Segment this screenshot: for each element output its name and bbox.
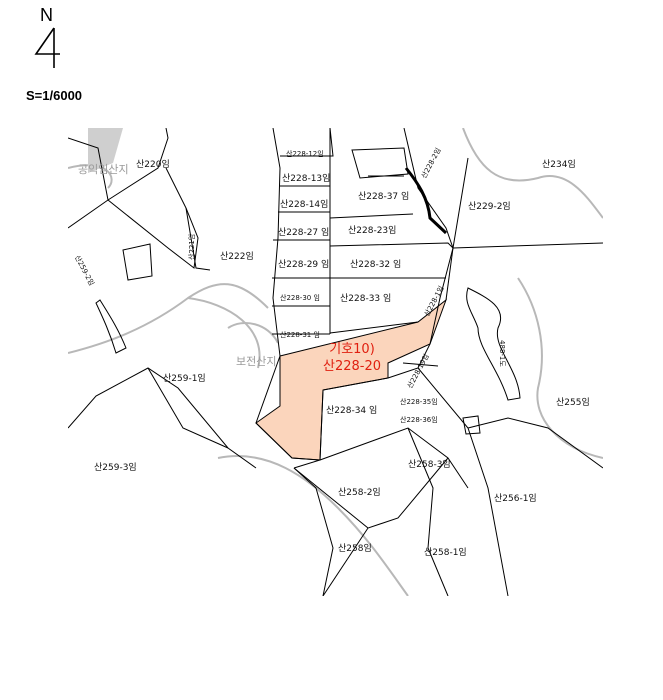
highlight-code: 기호10) <box>329 342 375 357</box>
highlight-label: 기호10) 산228-20 <box>323 341 381 375</box>
scale-label: S=1/6000 <box>26 88 83 103</box>
zone-label-gongik: 공익임산지 <box>78 163 129 176</box>
highlight-parcel-number: 산228-20 <box>323 359 382 374</box>
parcel-label-255: 산255임 <box>556 398 590 408</box>
parcel-label-228-23: 산228-23임 <box>348 226 397 236</box>
parcel-label-258-1: 산258-1임 <box>424 548 467 558</box>
parcel-label-229-2: 산229-2임 <box>468 202 511 212</box>
parcel-label-228-33: 산228-33 임 <box>340 294 392 304</box>
parcel-label-228-13: 산228-13임 <box>282 174 331 184</box>
parcel-label-488: 488-1도 <box>498 340 506 367</box>
parcel-label-228-14: 산228-14임 <box>280 200 329 210</box>
parcel-label-259-3: 산259-3임 <box>94 463 137 473</box>
parcel-label-222: 산222임 <box>220 252 254 262</box>
parcel-label-228-30: 산228-30 임 <box>280 294 320 302</box>
parcel-label-228-12: 산228-12임 <box>286 150 324 158</box>
parcel-label-258: 산258임 <box>338 544 372 554</box>
parcel-label-258-2: 산258-2임 <box>338 488 381 498</box>
road-line <box>404 167 448 235</box>
parcel-label-228-32: 산228-32 임 <box>350 260 402 270</box>
parcel-label-228-27: 산228-27 임 <box>278 228 330 238</box>
parcel-label-228-37: 산228-37 임 <box>358 192 410 202</box>
parcel-label-228-35: 산228-35임 <box>400 398 438 406</box>
parcel-label-221: 산221임 <box>188 233 196 260</box>
zone-label-bojeon: 보전산지 <box>236 355 277 368</box>
parcel-boundaries <box>68 128 603 596</box>
parcel-label-228-31: 산228-31 임 <box>280 331 320 339</box>
parcel-label-228-36: 산228-36임 <box>400 416 438 424</box>
north-label: N <box>40 5 53 25</box>
map-lines <box>68 128 603 596</box>
parcel-label-256-1: 산256-1임 <box>494 494 537 504</box>
parcel-label-228-29: 산228-29 임 <box>278 260 330 270</box>
parcel-label-220: 산220임 <box>136 160 170 170</box>
shaded-area <box>88 128 123 173</box>
parcel-label-258-3: 산258-3임 <box>408 460 451 470</box>
parcel-label-228-34: 산228-34 임 <box>326 406 378 416</box>
cadastral-map: 산220임 공익임산지 산221임 산222임 산259-2임 산259-1임 … <box>68 128 603 596</box>
contour-lines <box>68 128 603 596</box>
north-arrow-icon <box>34 27 60 68</box>
parcel-label-234: 산234임 <box>542 160 576 170</box>
parcel-label-259-1: 산259-1임 <box>163 374 206 384</box>
